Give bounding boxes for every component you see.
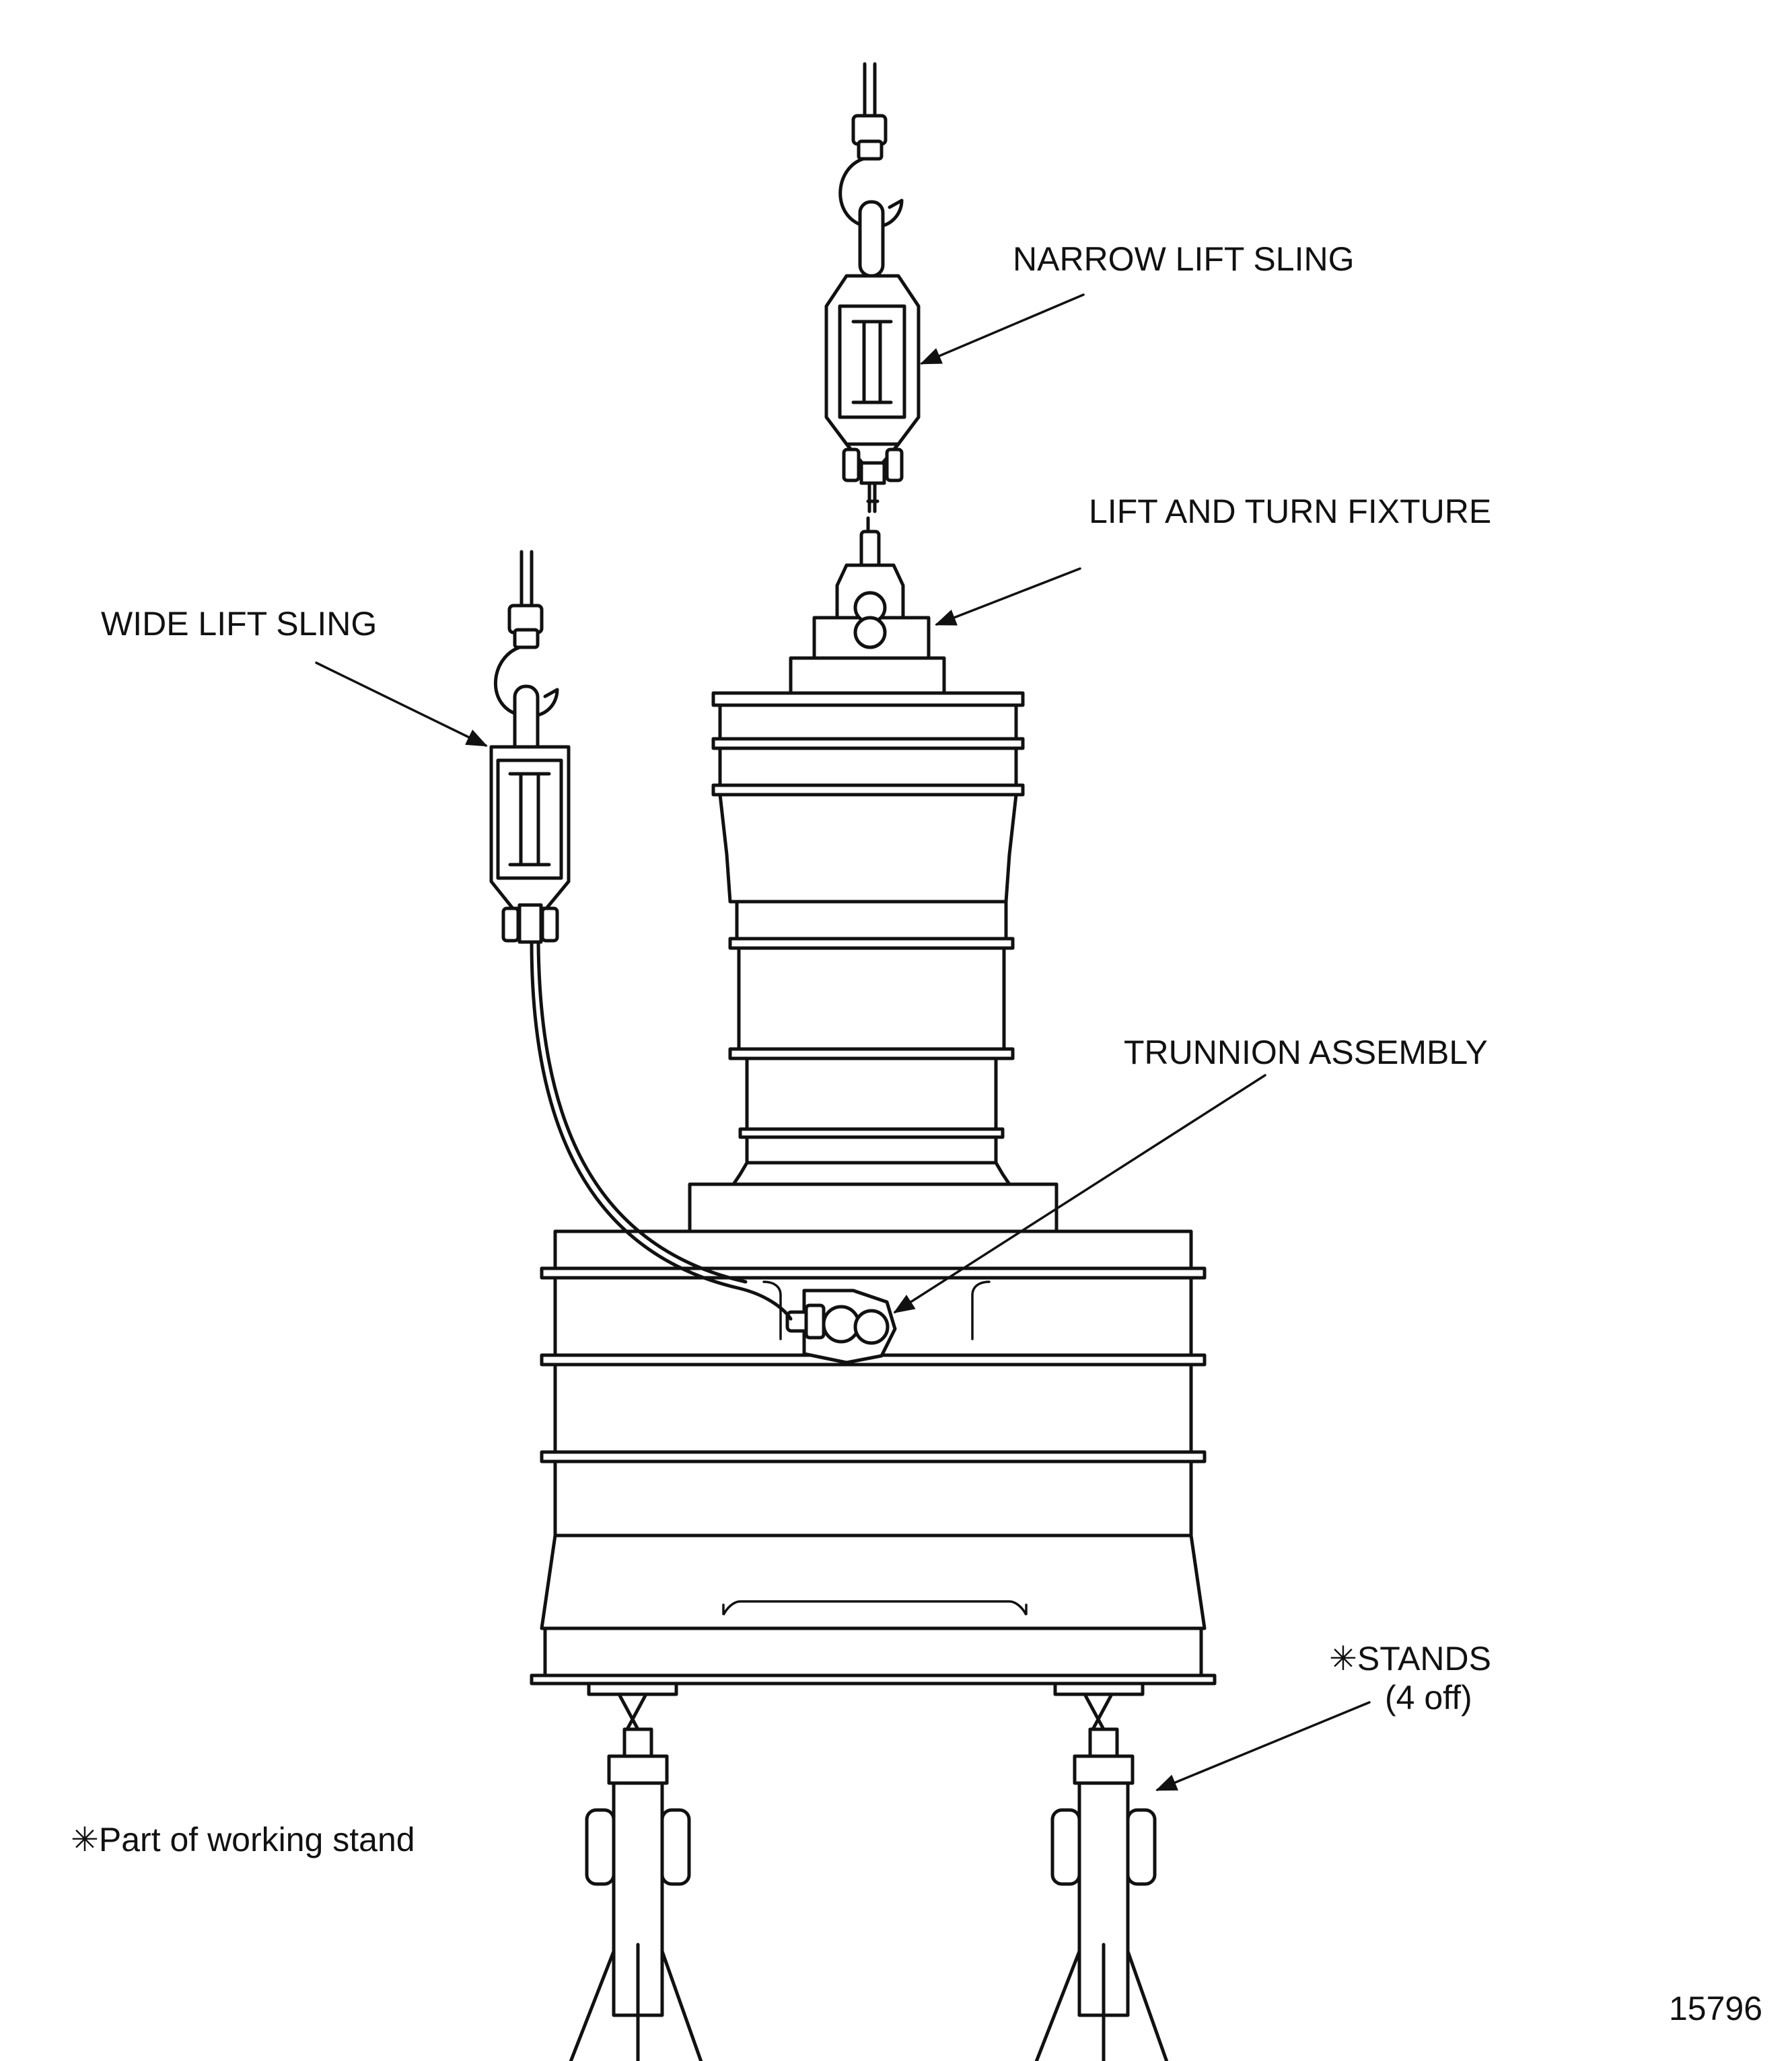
trunnion-assembly-label: TRUNNION ASSEMBLY — [1124, 1034, 1488, 1071]
stands-label: ✳STANDS — [1329, 1640, 1491, 1677]
lower-housing — [530, 1229, 1217, 1686]
stands-count-label: (4 off) — [1385, 1679, 1472, 1716]
lift-and-turn-fixture — [789, 516, 946, 697]
upper-cylinder — [688, 691, 1059, 1233]
lift-and-turn-fixture-label: LIFT AND TURN FIXTURE — [1089, 493, 1492, 530]
leader-trunnion-assembly — [893, 1074, 1266, 1313]
leader-stands — [1155, 1701, 1371, 1791]
wide-lift-sling — [489, 550, 793, 1321]
figure-number: 15796 — [1669, 1990, 1763, 2027]
stand-right — [1034, 1682, 1169, 2061]
leader-narrow-lift-sling — [920, 293, 1085, 365]
leader-lift-and-turn-fixture — [935, 567, 1081, 626]
leader-wide-lift-sling — [315, 661, 488, 747]
narrow-lift-sling — [824, 62, 921, 513]
narrow-lift-sling-label: NARROW LIFT SLING — [1013, 240, 1355, 278]
footnote-part-of-working-stand: ✳Part of working stand — [71, 1821, 415, 1858]
wide-lift-sling-label: WIDE LIFT SLING — [101, 605, 378, 643]
stand-left — [569, 1682, 703, 2061]
trunnion-assembly — [785, 1289, 897, 1365]
